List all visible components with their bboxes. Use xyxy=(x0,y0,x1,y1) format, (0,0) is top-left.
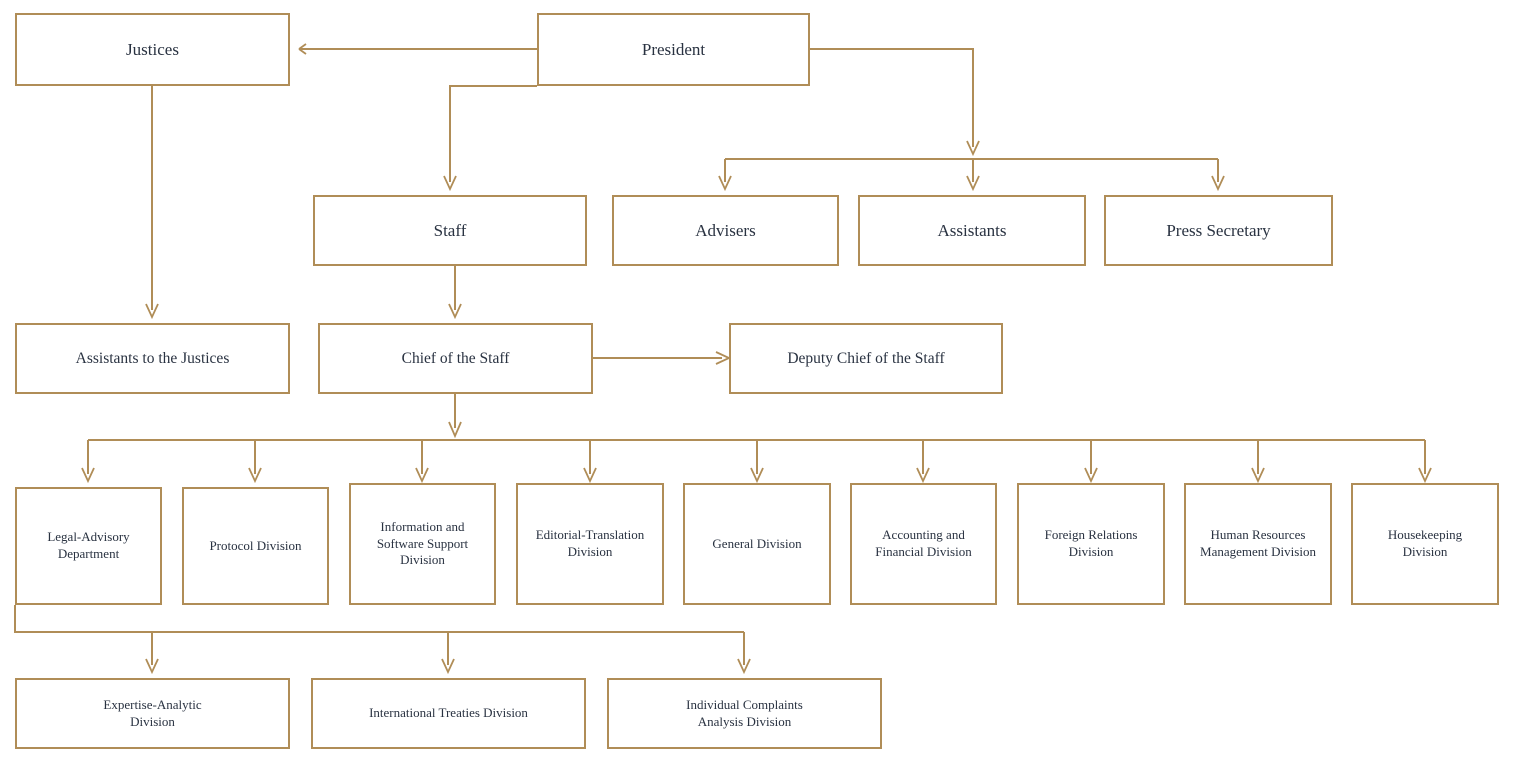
node-housekeeping[interactable]: Housekeeping Division xyxy=(1351,483,1499,605)
node-label-general: General Division xyxy=(712,535,802,551)
node-label-info-software: Information and Software Support Divisio… xyxy=(376,519,469,568)
node-president[interactable]: President xyxy=(537,13,810,86)
node-press-secretary[interactable]: Press Secretary xyxy=(1104,195,1333,266)
node-label-expertise-analytic: Expertise-Analytic Division xyxy=(103,696,202,729)
edge-chief-to-divisions-trunk xyxy=(448,394,462,439)
node-chief-staff[interactable]: Chief of the Staff xyxy=(318,323,593,394)
node-protocol[interactable]: Protocol Division xyxy=(182,487,329,605)
node-editorial-translation[interactable]: Editorial-Translation Division xyxy=(516,483,664,605)
node-advisers[interactable]: Advisers xyxy=(612,195,839,266)
node-label-chief-staff: Chief of the Staff xyxy=(401,349,510,367)
node-label-editorial-translation: Editorial-Translation Division xyxy=(535,527,645,559)
edge-divisions-fan xyxy=(81,439,1432,484)
edge-justices-to-assistants xyxy=(145,86,159,320)
node-label-president: President xyxy=(641,39,706,59)
node-individual-complaints[interactable]: Individual Complaints Analysis Division xyxy=(607,678,882,749)
node-legal-advisory[interactable]: Legal-Advisory Department xyxy=(15,487,162,605)
node-label-press-secretary: Press Secretary xyxy=(1166,220,1271,240)
node-label-legal-advisory: Legal-Advisory Department xyxy=(47,529,130,561)
edge-legal-to-bottom-fan xyxy=(14,605,751,675)
node-label-advisers: Advisers xyxy=(695,220,756,240)
node-accounting-financial[interactable]: Accounting and Financial Division xyxy=(850,483,997,605)
node-general[interactable]: General Division xyxy=(683,483,831,605)
node-label-assistants: Assistants xyxy=(937,220,1007,240)
node-human-resources[interactable]: Human Resources Management Division xyxy=(1184,483,1332,605)
node-staff[interactable]: Staff xyxy=(313,195,587,266)
edge-aides-fan xyxy=(718,158,1225,192)
node-deputy-chief-staff[interactable]: Deputy Chief of the Staff xyxy=(729,323,1003,394)
node-label-deputy-chief-staff: Deputy Chief of the Staff xyxy=(787,349,945,367)
node-label-foreign-relations: Foreign Relations Division xyxy=(1044,527,1138,559)
node-label-protocol: Protocol Division xyxy=(209,537,302,553)
node-assistants-justices[interactable]: Assistants to the Justices xyxy=(15,323,290,394)
node-expertise-analytic[interactable]: Expertise-Analytic Division xyxy=(15,678,290,749)
edge-president-to-staff xyxy=(443,85,537,192)
edge-president-to-aides-trunk xyxy=(810,48,980,157)
node-international-treaties[interactable]: International Treaties Division xyxy=(311,678,586,749)
node-label-individual-complaints: Individual Complaints Analysis Division xyxy=(686,696,803,729)
node-label-staff: Staff xyxy=(433,220,467,240)
edge-staff-to-chief xyxy=(448,266,462,320)
node-label-assistants-justices: Assistants to the Justices xyxy=(75,349,230,367)
node-info-software[interactable]: Information and Software Support Divisio… xyxy=(349,483,496,605)
node-assistants[interactable]: Assistants xyxy=(858,195,1086,266)
node-label-international-treaties: International Treaties Division xyxy=(369,705,528,721)
edge-chief-to-deputy xyxy=(593,351,732,365)
node-label-housekeeping: Housekeeping Division xyxy=(1387,527,1463,559)
node-justices[interactable]: Justices xyxy=(15,13,290,86)
node-label-accounting-financial: Accounting and Financial Division xyxy=(875,527,972,559)
node-label-justices: Justices xyxy=(126,39,179,59)
node-foreign-relations[interactable]: Foreign Relations Division xyxy=(1017,483,1165,605)
node-label-human-resources: Human Resources Management Division xyxy=(1200,527,1316,559)
edge-president-to-justices xyxy=(298,43,537,55)
